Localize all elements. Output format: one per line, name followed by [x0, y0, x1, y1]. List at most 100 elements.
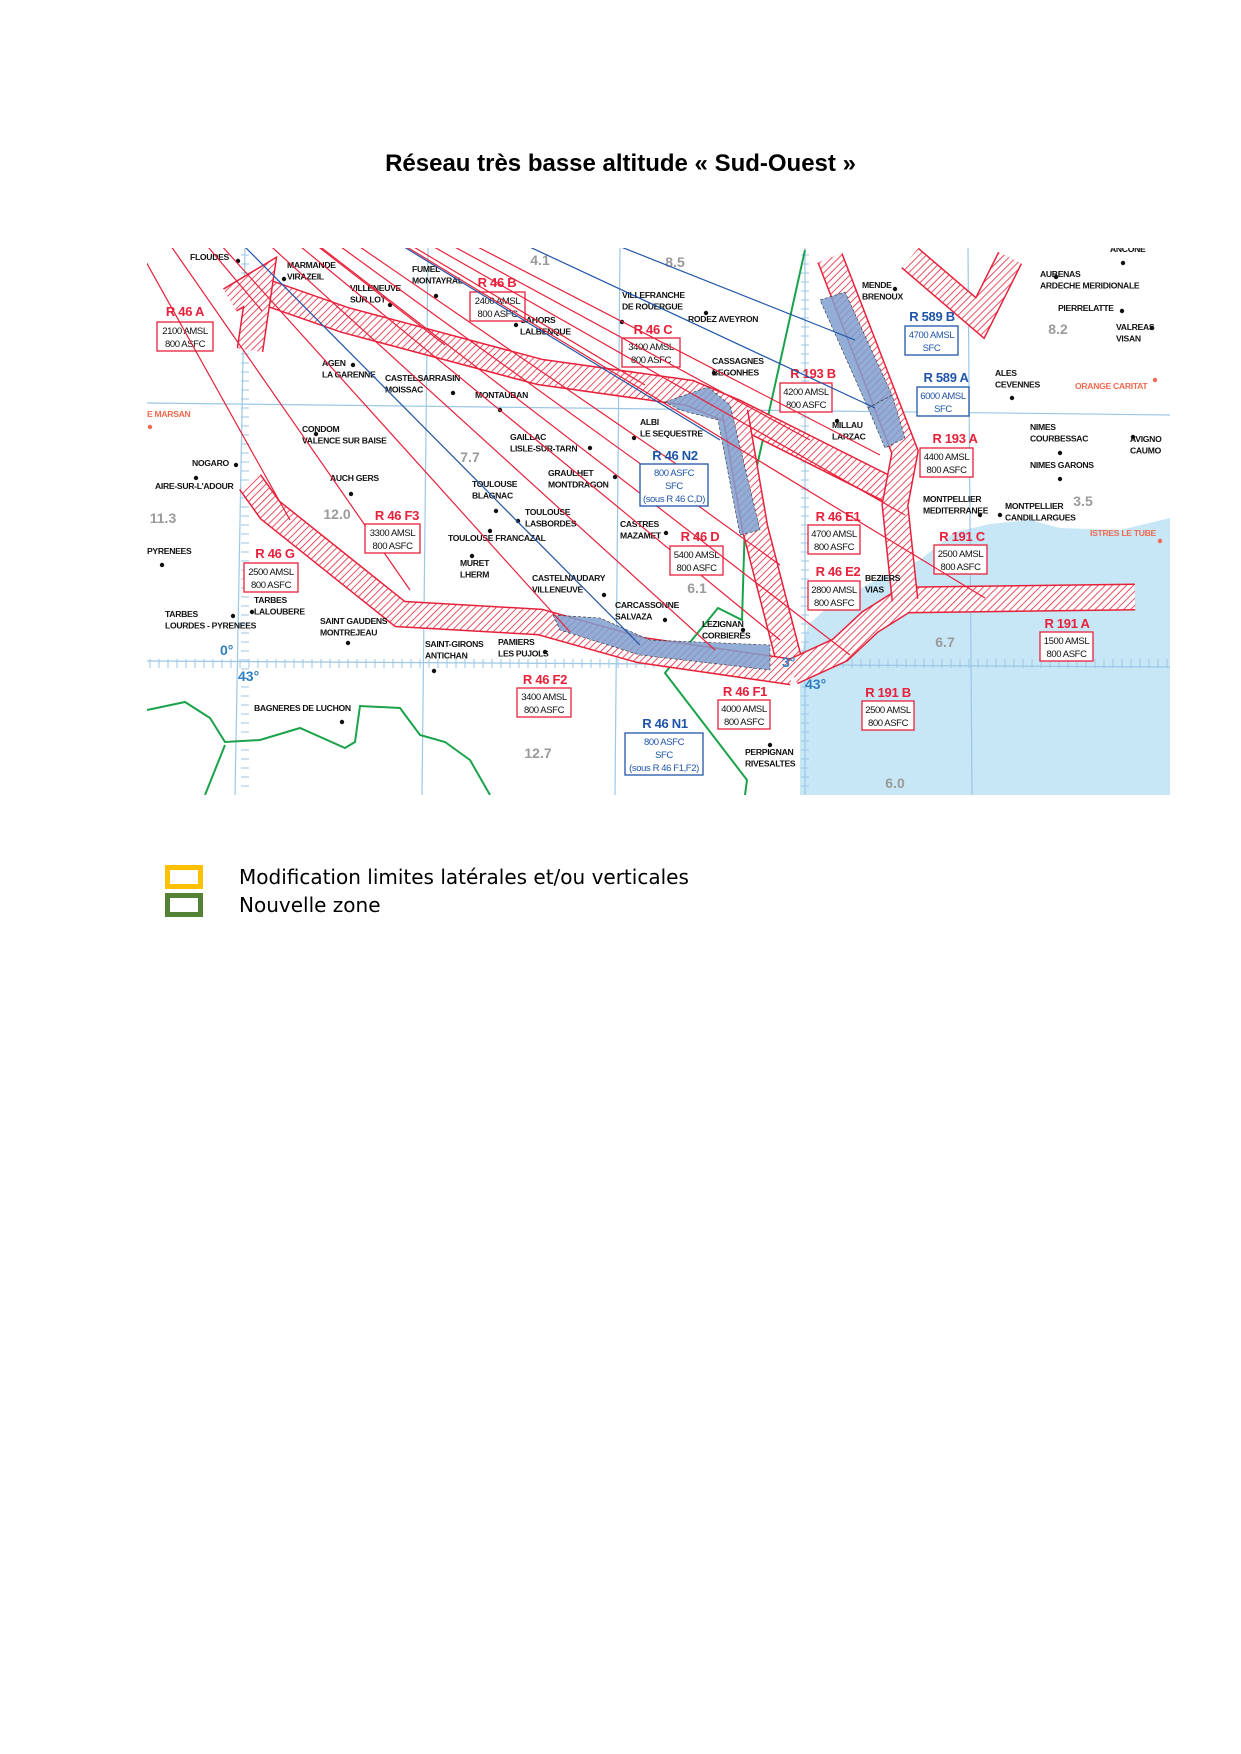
zone-id: R 46 N2 — [652, 448, 698, 463]
town-name: CASTELSARRASIN — [385, 373, 460, 383]
zone-id: R 46 D — [681, 529, 720, 544]
zone-leader-line — [208, 248, 263, 312]
town-name: TARBES — [165, 609, 198, 619]
town-name: ANCONE — [1110, 244, 1146, 254]
legend-label: Nouvelle zone — [239, 893, 381, 917]
zone-limit: 4700 AMSL — [909, 330, 955, 341]
town-name: BEZIERS — [865, 573, 901, 583]
town-name: VILLENEUVE — [350, 283, 402, 293]
zone-limit: 1500 AMSL — [1044, 636, 1090, 647]
town-name: CASTELNAUDARY — [532, 573, 606, 583]
zone-leader-line — [404, 248, 721, 441]
airfield-name: ISTRES LE TUBE — [1090, 528, 1157, 538]
zone-limit: 6000 AMSL — [920, 391, 966, 402]
town-dot — [1120, 260, 1126, 266]
degree-label: 3° — [782, 654, 795, 670]
airfield-dot — [147, 424, 153, 430]
zone-limit: 800 ASFC — [654, 468, 695, 479]
zone-limit: (sous R 46 C,D) — [643, 494, 705, 505]
new-zone-shading — [552, 291, 906, 671]
zone-info-box — [807, 524, 861, 555]
zone-limit: SFC — [655, 750, 673, 761]
zone-leader-line — [222, 248, 571, 633]
zone-limit: 800 ASFC — [644, 737, 685, 748]
town-name: VIRAZEIL — [287, 272, 324, 282]
town-name: GRAULHET — [548, 468, 594, 478]
town-dot — [703, 310, 709, 316]
town-dot — [339, 719, 345, 725]
town-name: LOURDES - PYRENEES — [165, 621, 257, 631]
zone-leader-line — [271, 248, 716, 651]
town-name: CONDOM — [302, 424, 339, 434]
zone-limit: 3300 AMSL — [370, 528, 416, 539]
zone-id: R 46 F2 — [523, 672, 567, 687]
town-name: AUCH GERS — [330, 473, 379, 483]
town-name: CASSAGNES — [712, 356, 764, 366]
grid-value: 8.5 — [665, 254, 685, 270]
town-name: MONTPELLIER — [1005, 501, 1064, 511]
grid-value: 6.1 — [687, 580, 707, 596]
town-name: MURET — [460, 558, 490, 568]
town-name: PIERRELATTE — [1058, 303, 1114, 313]
zone-limit: SFC — [934, 404, 952, 415]
town-dot — [977, 512, 983, 518]
zone-id: R 193 A — [932, 431, 978, 446]
town-name: FLOUDES — [190, 252, 230, 262]
zone-id: R 46 F1 — [723, 684, 767, 699]
grid-value: 12.0 — [323, 506, 350, 522]
town-name: MONTAUBAN — [475, 390, 528, 400]
town-dot — [313, 431, 319, 437]
zone-id: R 589 B — [909, 309, 955, 324]
grid-value: 12.7 — [524, 745, 551, 761]
town-dot — [450, 390, 456, 396]
zone-info-box — [919, 447, 974, 478]
town-name: CARCASSONNE — [615, 600, 680, 610]
zone-limit: 800 ASFC — [868, 718, 909, 729]
town-name: LA GARENNE — [322, 370, 376, 380]
zone-leader-line — [320, 248, 851, 656]
town-dot — [1149, 325, 1155, 331]
town-dot — [433, 293, 439, 299]
town-name: SALVAZA — [615, 612, 652, 622]
zone-id: R 589 A — [923, 370, 969, 385]
zone-info-box — [243, 562, 299, 593]
zone-id: R 46 F3 — [375, 508, 419, 523]
town-name: BLAGNAC — [472, 491, 513, 501]
town-name: MONTAYRAL — [412, 276, 463, 286]
zone-limit: 2500 AMSL — [248, 567, 294, 578]
town-name: RODEZ AVEYRON — [688, 314, 758, 324]
town-name: PYRENEES — [147, 546, 192, 556]
town-dot — [159, 562, 165, 568]
zone-info-box — [807, 580, 861, 611]
zone-limit: 800 ASFC — [1046, 649, 1087, 660]
degree-label: 43° — [805, 676, 826, 692]
town-dot — [233, 462, 239, 468]
zone-id: R 46 N1 — [642, 716, 688, 731]
town-dot — [1053, 274, 1059, 280]
town-name: NIMES GARONS — [1030, 460, 1094, 470]
town-name: TOULOUSE — [525, 507, 571, 517]
town-dot — [193, 475, 199, 481]
town-name: MONTDRAGON — [548, 480, 609, 490]
town-dot — [1130, 434, 1136, 440]
zone-limit: 800 ASFC — [926, 465, 967, 476]
town-dot — [1057, 476, 1063, 482]
grid-lines — [147, 248, 1170, 795]
town-name: LISLE-SUR-TARN — [510, 444, 577, 454]
town-dot — [350, 362, 356, 368]
legend-swatch-yellow — [165, 865, 203, 889]
legend-swatch-green — [165, 893, 203, 917]
town-name: BEGONHES — [712, 368, 759, 378]
town-name: CANDILLARGUES — [1005, 513, 1076, 523]
legend-label: Modification limites latérales et/ou ver… — [239, 865, 689, 889]
town-dot — [587, 445, 593, 451]
town-dot — [1009, 395, 1015, 401]
zone-limit: 800 ASFC — [786, 400, 827, 411]
zone-id: R 191 A — [1044, 616, 1090, 631]
zone-leader-line — [414, 248, 646, 386]
town-name: FUMEL — [412, 264, 440, 274]
page-title: Réseau très basse altitude « Sud-Ouest » — [385, 150, 856, 177]
town-name: AVIGNO — [1130, 434, 1162, 444]
zone-info-box — [861, 700, 915, 731]
